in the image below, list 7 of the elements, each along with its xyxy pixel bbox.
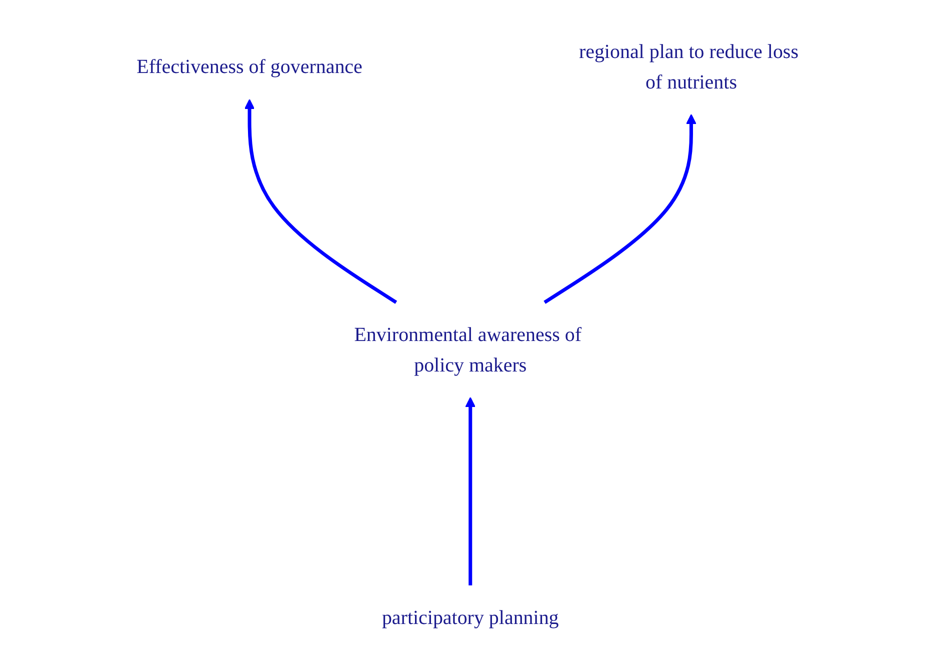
arrow xyxy=(244,99,397,304)
arrow xyxy=(465,397,476,586)
node-text: participatory planning xyxy=(382,606,559,629)
node-text: regional plan to reduce loss of nutrients xyxy=(578,40,798,93)
node-text: Environmental awareness of policy makers xyxy=(354,324,582,376)
node-text: Effectiveness of governance xyxy=(136,56,362,78)
arrow xyxy=(544,114,696,304)
